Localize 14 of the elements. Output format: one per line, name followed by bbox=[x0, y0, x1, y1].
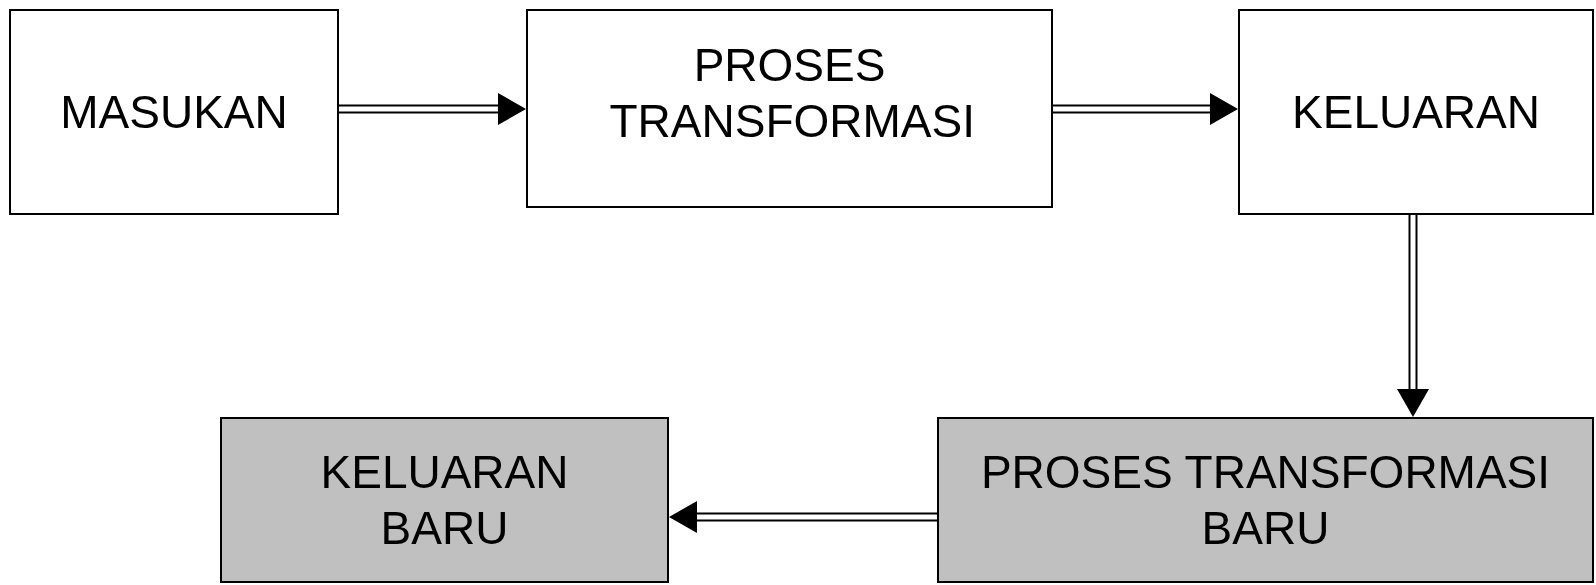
process-box bbox=[1238, 9, 1594, 215]
box-label: KELUARAN bbox=[1292, 85, 1540, 140]
box-label: KELUARAN BARU bbox=[319, 445, 570, 556]
box-label: MASUKAN bbox=[60, 85, 288, 140]
double-line-arrow bbox=[1397, 214, 1429, 417]
box-label: PROSES TRANSFORMASI bbox=[609, 38, 970, 149]
process-box bbox=[9, 9, 339, 215]
process-box bbox=[526, 9, 1053, 208]
double-line-arrow bbox=[1052, 93, 1238, 125]
process-box bbox=[220, 417, 669, 583]
double-line-arrow bbox=[338, 93, 526, 125]
double-line-arrow bbox=[669, 501, 938, 533]
box-label: PROSES TRANSFORMASI BARU bbox=[979, 445, 1552, 556]
process-box bbox=[937, 417, 1594, 583]
